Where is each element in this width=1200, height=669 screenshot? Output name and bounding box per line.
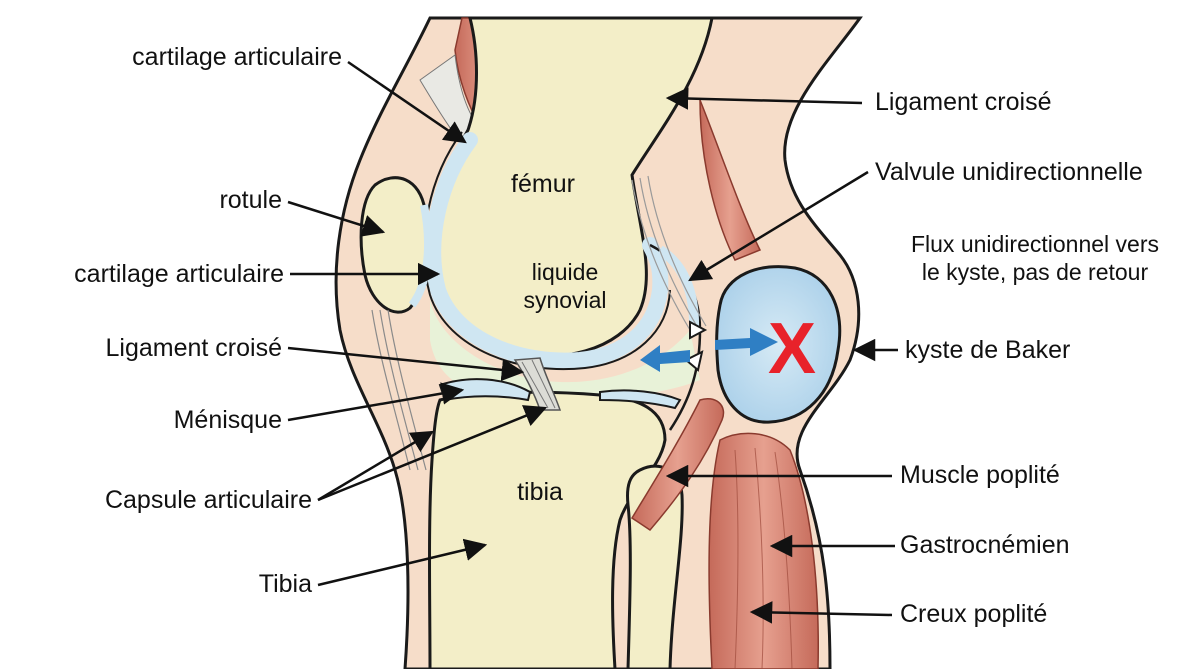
leader-cruciate-right	[665, 87, 863, 110]
femur-cartilage	[425, 132, 669, 369]
label-cartilage-mid: cartilage articulaire	[74, 260, 284, 288]
label-gastrocnemius: Gastrocnémien	[900, 531, 1070, 559]
cruciate-ligament	[513, 357, 562, 411]
leader-tibia	[317, 538, 488, 587]
leader-cruciate-left	[287, 346, 525, 382]
label-flow-note: Flux unidirectionnel vers le kyste, pas …	[910, 231, 1159, 286]
leader-patella	[287, 200, 386, 237]
leader-capsule-1	[317, 430, 434, 502]
tibia-bone	[428, 390, 667, 669]
label-valve: Valvule unidirectionnelle	[875, 158, 1143, 186]
label-cruciate-left: Ligament croisé	[105, 334, 282, 362]
valve	[689, 320, 708, 340]
patella-bone	[359, 176, 430, 314]
baker-cyst	[715, 265, 842, 424]
gastrocnemius-muscle	[708, 432, 819, 669]
hamstring-muscle	[699, 99, 762, 261]
label-cruciate-right: Ligament croisé	[875, 88, 1052, 116]
femur-label: fémur	[511, 170, 575, 198]
leader-capsule-2	[317, 405, 548, 502]
label-popliteal-fossa: Creux poplité	[900, 600, 1048, 628]
synovial-space	[430, 300, 700, 400]
no-return-x-icon: X	[768, 309, 817, 389]
label-popliteus: Muscle poplité	[900, 461, 1060, 489]
tibia-bone-label: tibia	[517, 478, 563, 506]
leader-meniscus	[287, 382, 465, 422]
label-baker-cyst: kyste de Baker	[905, 336, 1071, 364]
label-cartilage-top: cartilage articulaire	[132, 43, 342, 71]
leader-fossa	[749, 601, 893, 624]
label-tibia: Tibia	[258, 570, 312, 598]
leader-cartilage-top	[347, 60, 467, 144]
label-patella: rotule	[219, 186, 282, 214]
flow-arrow-icon	[640, 328, 778, 372]
leader-valve	[688, 170, 869, 282]
synovial-fluid-label: liquide synovial	[523, 259, 607, 314]
popliteus-muscle	[630, 398, 725, 531]
label-capsule: Capsule articulaire	[104, 486, 312, 514]
label-meniscus: Ménisque	[173, 406, 282, 434]
